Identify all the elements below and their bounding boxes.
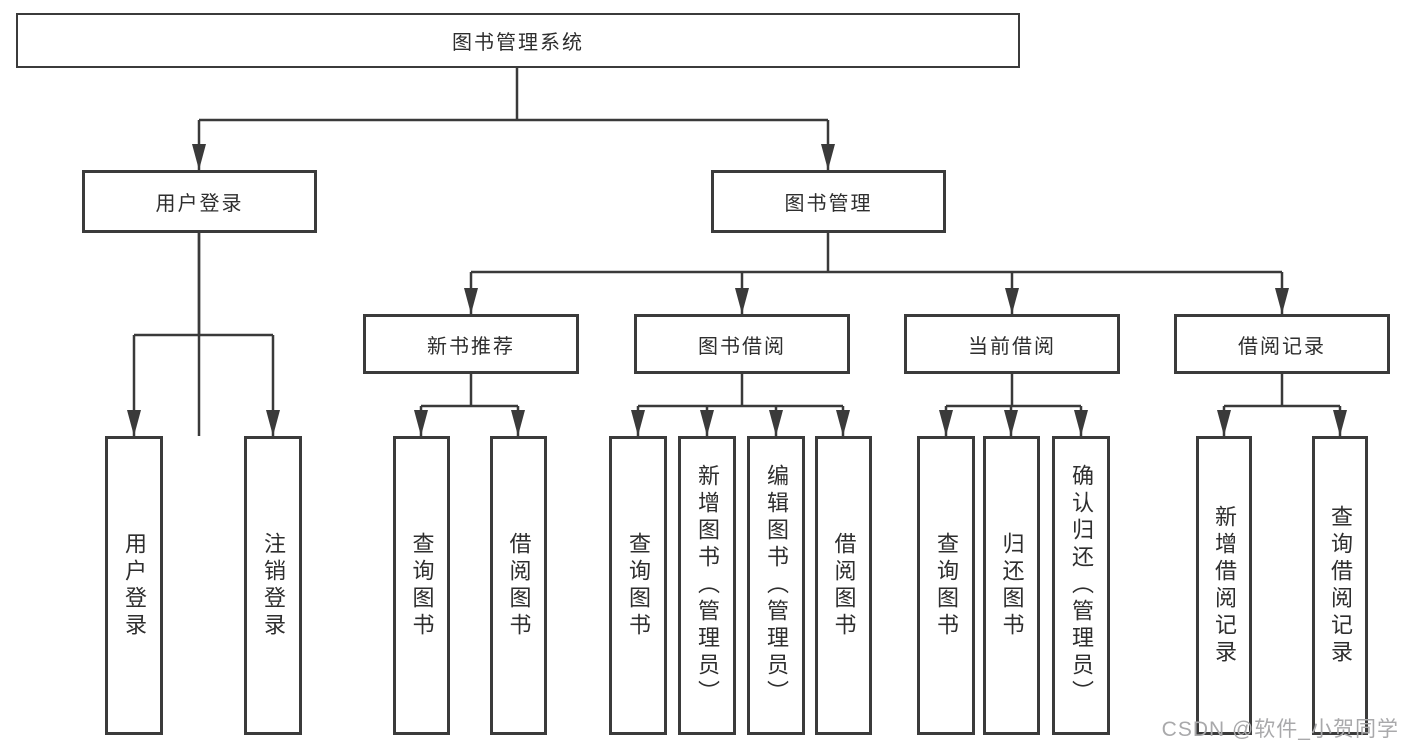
- edge-book-borrow-children: [636, 374, 845, 436]
- leaf-add-borrow-record: 新增借阅记录: [1196, 436, 1252, 735]
- leaf-query-books-recommend: 查询图书: [393, 436, 450, 735]
- node-book-management: 图书管理: [711, 170, 946, 233]
- csdn-watermark: CSDN @软件_小贺同学: [1161, 718, 1399, 741]
- edge-current-borrow-children: [944, 374, 1083, 436]
- leaf-return-books: 归还图书: [983, 436, 1040, 735]
- edge-book-mgmt-children: [469, 233, 1284, 314]
- leaf-user-login: 用户登录: [105, 436, 163, 735]
- leaf-query-borrow-record: 查询借阅记录: [1312, 436, 1368, 735]
- leaf-query-books-borrowing: 查询图书: [609, 436, 667, 735]
- leaf-edit-books-admin: 编辑图书（管理员）: [747, 436, 805, 735]
- node-new-book-recommend: 新书推荐: [363, 314, 579, 374]
- leaf-borrow-books: 借阅图书: [815, 436, 872, 735]
- node-book-borrowing: 图书借阅: [634, 314, 850, 374]
- leaf-query-books-current: 查询图书: [917, 436, 975, 735]
- edge-user-login-children: [132, 233, 275, 436]
- leaf-add-books-admin: 新增图书（管理员）: [678, 436, 736, 735]
- leaf-confirm-return-admin: 确认归还（管理员）: [1052, 436, 1110, 735]
- leaf-borrow-books-recommend: 借阅图书: [490, 436, 547, 735]
- node-current-borrowing: 当前借阅: [904, 314, 1120, 374]
- node-user-login: 用户登录: [82, 170, 317, 233]
- edge-records-children: [1222, 374, 1342, 436]
- leaf-logout: 注销登录: [244, 436, 302, 735]
- node-root: 图书管理系统: [16, 13, 1020, 68]
- edge-new-book-children: [419, 374, 520, 436]
- edge-root-to-branches: [197, 67, 830, 436]
- node-borrow-records: 借阅记录: [1174, 314, 1390, 374]
